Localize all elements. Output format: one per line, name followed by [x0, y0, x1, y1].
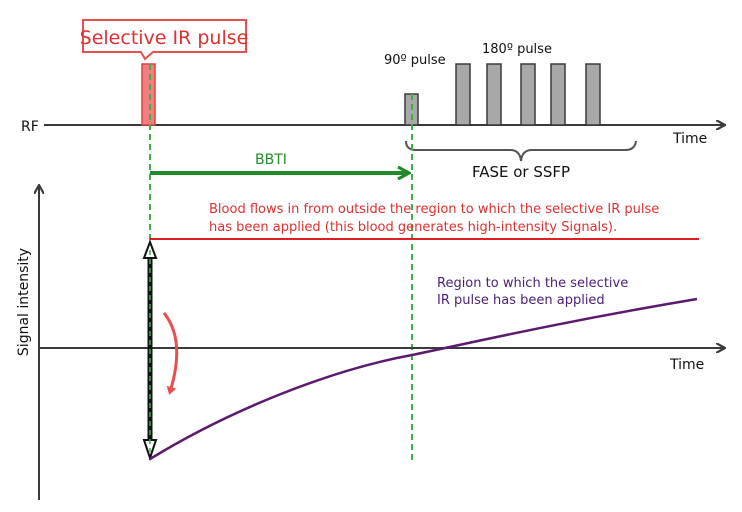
saturated-region-recovery-curve — [149, 297, 698, 461]
one-eighty-pulse — [520, 63, 536, 126]
signal-intensity-label: Signal intensity — [16, 248, 32, 356]
selective-ir-label: Selective IR pulse — [80, 27, 249, 49]
selective-ir-callout: Selective IR pulse — [80, 19, 249, 61]
selective-ir-pulse — [141, 63, 156, 126]
one-eighty-pulse — [550, 63, 566, 126]
ninety-pulse-label: 90º pulse — [384, 53, 446, 68]
rf-time-label: Time — [672, 131, 707, 147]
rf-label: RF — [21, 119, 39, 135]
region-annotation-line2: IR pulse has been applied — [437, 293, 605, 308]
one-eighty-pulses — [455, 63, 601, 126]
sequence-brace — [405, 140, 637, 162]
inflow-annotation-line1: Blood flows in from outside the region t… — [209, 202, 659, 217]
region-annotation-line1: Region to which the selective — [437, 276, 628, 291]
signal-time-label: Time — [669, 357, 704, 373]
inflow-annotation-line2: has been applied (this blood generates h… — [209, 220, 617, 235]
inversion-double-arrow — [142, 239, 158, 462]
one-eighty-pulse — [585, 63, 601, 126]
inversion-rotation-arrow — [162, 312, 179, 395]
one-eighty-pulse — [486, 63, 502, 126]
one-eighty-pulse — [455, 63, 471, 126]
one-eighty-pulse-label: 180º pulse — [482, 42, 552, 57]
bbti-label: BBTI — [255, 152, 287, 168]
sequence-label: FASE or SSFP — [472, 163, 570, 181]
